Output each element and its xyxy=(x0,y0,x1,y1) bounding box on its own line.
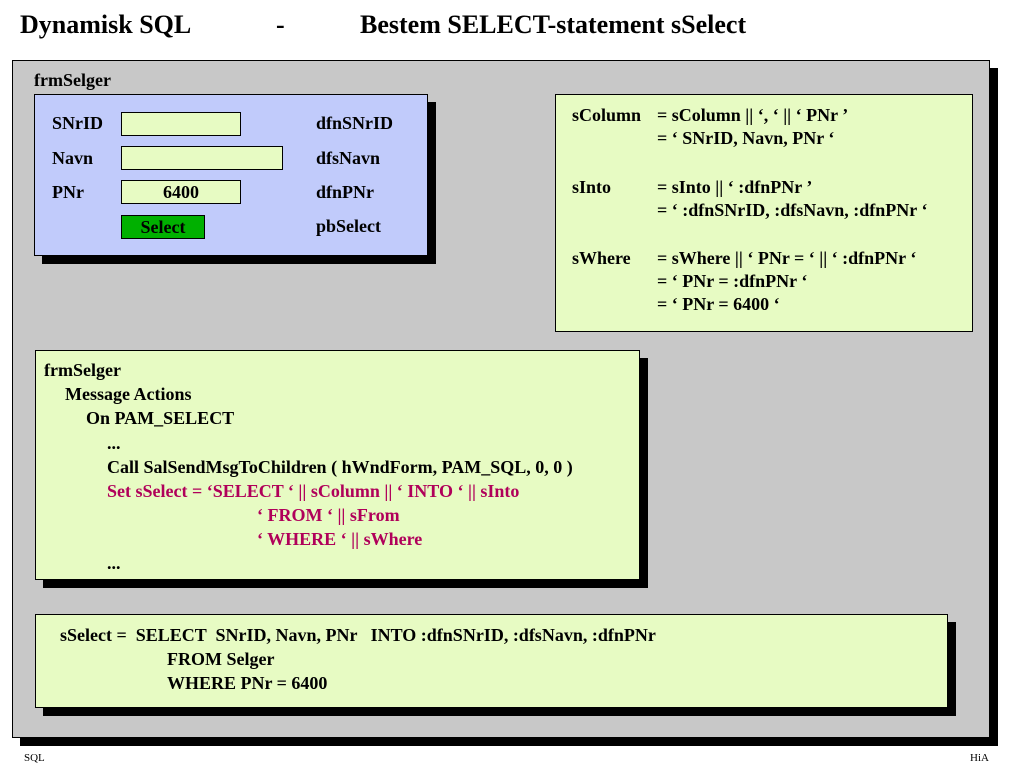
code-line: ... xyxy=(107,553,121,573)
code-line: frmSelger xyxy=(44,360,121,380)
footer-left: SQL xyxy=(24,752,45,764)
code-line: Call SalSendMsgToChildren ( hWndForm, PA… xyxy=(107,457,573,477)
assign-line: = ‘ SNrID, Navn, PNr ‘ xyxy=(657,128,835,148)
code-line-highlight: ‘ FROM ‘ || sFrom xyxy=(257,505,400,525)
assign-var-sinto: sInto xyxy=(572,177,612,197)
pnr-field[interactable]: 6400 xyxy=(121,180,241,204)
footer-right: HiA xyxy=(970,752,989,764)
assign-line: = ‘ PNr = :dfnPNr ‘ xyxy=(657,271,808,291)
navn-field[interactable] xyxy=(121,146,283,170)
code-line: ... xyxy=(107,433,121,453)
assign-var-swhere: sWhere xyxy=(572,248,631,268)
code-panel: frmSelger Message Actions On PAM_SELECT … xyxy=(35,350,640,580)
label-pnr: PNr xyxy=(52,182,84,202)
code-line: Message Actions xyxy=(65,384,192,404)
frame-label: frmSelger xyxy=(34,70,111,90)
buttonname-pbselect: pbSelect xyxy=(316,216,381,236)
result-line: sSelect = SELECT SNrID, Navn, PNr INTO :… xyxy=(60,625,656,645)
assignments-panel: sColumn = sColumn || ‘, ‘ || ‘ PNr ’ = ‘… xyxy=(555,94,973,332)
fieldname-dfnsnrid: dfnSNrID xyxy=(316,113,394,133)
result-panel: sSelect = SELECT SNrID, Navn, PNr INTO :… xyxy=(35,614,948,708)
code-line-highlight: Set sSelect = ‘SELECT ‘ || sColumn || ‘ … xyxy=(107,481,520,501)
title-dash: - xyxy=(276,10,285,39)
title-left: Dynamisk SQL xyxy=(20,10,192,39)
assign-line: = sWhere || ‘ PNr = ‘ || ‘ :dfnPNr ‘ xyxy=(657,248,917,268)
label-navn: Navn xyxy=(52,148,94,168)
label-snrid: SNrID xyxy=(52,113,104,133)
fieldname-dfsnavn: dfsNavn xyxy=(316,148,381,168)
result-line: WHERE PNr = 6400 xyxy=(167,673,328,693)
assign-line: = sInto || ‘ :dfnPNr ’ xyxy=(657,177,813,197)
snrid-field[interactable] xyxy=(121,112,241,136)
assign-line: = sColumn || ‘, ‘ || ‘ PNr ’ xyxy=(657,105,849,125)
fieldname-dfnpnr: dfnPNr xyxy=(316,182,374,202)
code-line: On PAM_SELECT xyxy=(86,408,235,428)
result-line: FROM Selger xyxy=(167,649,275,669)
assign-line: = ‘ PNr = 6400 ‘ xyxy=(657,294,780,314)
assign-line: = ‘ :dfnSNrID, :dfsNavn, :dfnPNr ‘ xyxy=(657,200,928,220)
code-line-highlight: ‘ WHERE ‘ || sWhere xyxy=(257,529,423,549)
form-panel: SNrID dfnSNrID Navn dfsNavn PNr 6400 dfn… xyxy=(34,94,428,256)
select-button[interactable]: Select xyxy=(121,215,205,239)
assign-var-scolumn: sColumn xyxy=(572,105,642,125)
title-right: Bestem SELECT-statement sSelect xyxy=(360,10,747,39)
